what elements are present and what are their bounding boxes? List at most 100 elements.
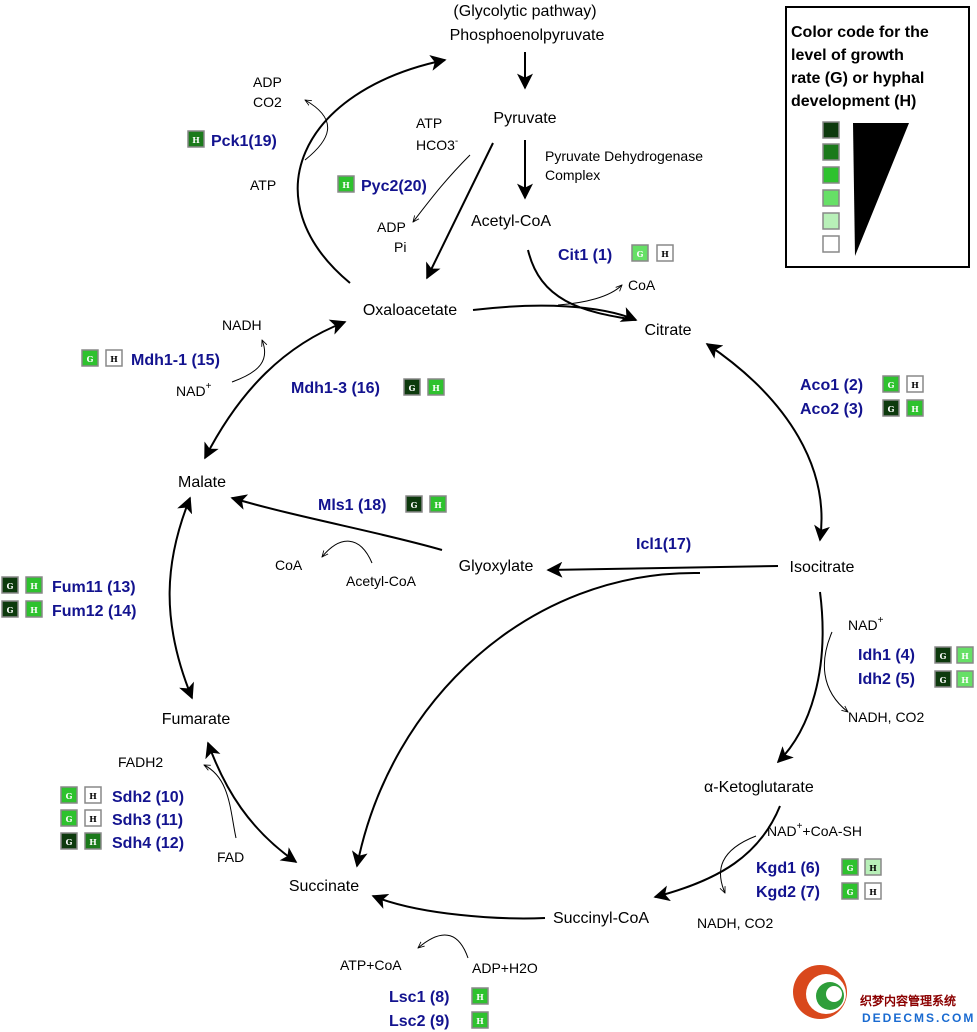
side-arrow-kgd [720,835,757,893]
arrow-isocitrate-akg [776,591,824,764]
legend-swatch-1 [822,121,840,139]
nadh-co2-idh-label: NADH, CO2 [848,709,924,725]
glyoxylate-label: Glyoxylate [459,558,534,575]
idh1-label: Idh1 (4) [858,647,915,664]
kgd1-g-square [841,858,859,876]
enzyme-cit1: Cit1 (1) G H [558,244,674,264]
pck1-h-letter: H [192,135,200,145]
kgd2-h-square [864,882,882,900]
cit1-label: Cit1 (1) [558,247,612,264]
fadh2-label: FADH2 [118,754,163,770]
fum11-g-square [1,576,19,594]
sdh2-h-letter: H [89,791,97,801]
malate-label: Malate [178,474,226,491]
mdh1-3-h-letter: H [432,383,440,393]
mls1-h-letter: H [434,500,442,510]
legend-swatch-2 [822,143,840,161]
sdh3-g-square [60,809,78,827]
sdh3-g-letter: G [66,814,73,824]
legend-title-line4: development (H) [791,93,916,110]
side-arrow-pyc2 [413,154,471,222]
arrow-akg-succinylcoa [653,805,781,902]
sdh2-g-square [60,786,78,804]
coa-mls-label: CoA [275,557,303,573]
fum12-h-square [25,600,43,618]
coa-cit-label: CoA [628,277,656,293]
arrow-glyoxylate-malate [230,494,443,551]
succinylcoa-label: Succinyl-CoA [553,910,649,927]
lsc2-h-letter: H [476,1016,484,1026]
fumarate-label: Fumarate [162,711,231,728]
lsc1-h-square [471,987,489,1005]
mdh1-1-h-letter: H [110,354,118,364]
arrow-citrate-isocitrate [705,343,830,542]
legend-swatch-3 [822,166,840,184]
acetylcoa-label: Acetyl-CoA [471,213,551,230]
fum12-label: Fum12 (14) [52,603,136,620]
arrow-malate-oxaloacetate [204,319,347,460]
kgd2-h-letter: H [869,887,877,897]
sdh3-h-letter: H [89,814,97,824]
pdh-label-line1: Pyruvate Dehydrogenase [545,148,703,164]
sdh2-g-letter: G [66,791,73,801]
idh2-g-letter: G [940,675,947,685]
mdh1-1-h-square [105,349,123,367]
arrow-fumarate-malate [168,496,194,700]
enzyme-fum12: G H Fum12 (14) [1,600,136,620]
aco2-h-letter: H [911,404,919,414]
aco1-h-square [906,375,924,393]
cit1-h-letter: H [661,249,669,259]
sdh4-h-letter: H [89,837,97,847]
aco1-label: Aco1 (2) [800,377,863,394]
arrow-isocitrate-glyoxylate [546,561,779,578]
idh2-g-square [934,670,952,688]
sdh3-label: Sdh3 (11) [112,812,183,829]
enzyme-sdh2: G H Sdh2 (10) [60,786,184,806]
succinate-label: Succinate [289,878,359,895]
enzyme-idh1: Idh1 (4) G H [858,646,974,664]
mdh1-3-g-letter: G [409,383,416,393]
legend-title-line2: level of growth [791,47,904,64]
nad-idh-label: NAD+ [848,615,884,633]
kgd1-label: Kgd1 (6) [756,860,820,877]
idh2-h-square [956,670,974,688]
sdh4-label: Sdh4 (12) [112,835,184,852]
pck1-label: Pck1(19) [211,133,277,150]
oxaloacetate-label: Oxaloacetate [363,302,457,319]
enzyme-mdh1-3: Mdh1-3 (16) G H [291,378,445,397]
enzyme-idh2: Idh2 (5) G H [858,670,974,688]
enzyme-pyc2: H Pyc2(20) [337,175,427,195]
kgd1-h-square [864,858,882,876]
arrow-acetylcoa-citrate [527,249,637,321]
isocitrate-label: Isocitrate [790,559,855,576]
idh2-h-letter: H [961,675,969,685]
mdh1-1-label: Mdh1-1 (15) [131,352,220,369]
sdh4-h-square [84,832,102,850]
kgd2-g-letter: G [847,887,854,897]
idh1-g-square [934,646,952,664]
side-arrow-mls1 [322,540,373,564]
legend-gradient-triangle [853,123,909,256]
mls1-g-square [405,495,423,513]
pck1-h-square [187,130,205,148]
pi-pyc-label: Pi [394,239,406,255]
cit1-g-square [631,244,649,262]
legend-swatch-5 [822,212,840,230]
aco1-g-letter: G [888,380,895,390]
legend-title-line1: Color code for the [791,24,929,41]
watermark-text-en: DEDECMS.COM [862,1011,975,1025]
arrow-oxaloacetate-pep [296,55,447,284]
kgd2-g-square [841,882,859,900]
legend: Color code for the level of growth rate … [785,6,970,268]
sdh4-g-letter: G [66,837,73,847]
adp-pyc-label: ADP [377,219,406,235]
pdh-label-line2: Complex [545,167,600,183]
mdh1-1-g-square [81,349,99,367]
nadh-co2-kgd-label: NADH, CO2 [697,915,773,931]
side-arrow-idh [823,631,848,712]
lsc2-h-square [471,1011,489,1029]
kgd1-g-letter: G [847,863,854,873]
arrow-isocitrate-succinate [351,571,701,868]
side-arrow-lsc [418,934,469,959]
